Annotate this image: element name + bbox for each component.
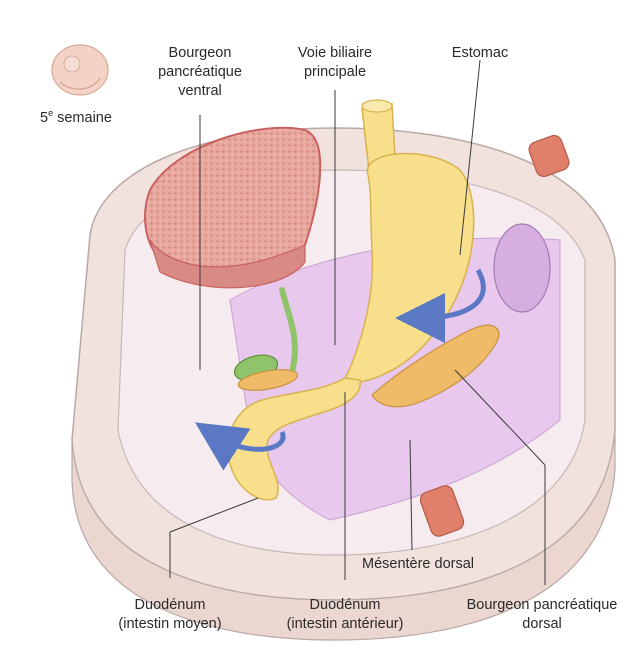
esophagus-opening [362,100,392,112]
kidney [494,224,550,312]
label-estomac: Estomac [440,44,520,63]
label-bourgeon-ventral: Bourgeon pancréatique ventral [143,44,257,101]
embryo-label: 5e semaine [40,104,112,128]
label-mesentere: Mésentère dorsal [358,555,478,574]
label-voie-biliaire: Voie biliaire principale [283,44,387,82]
label-bourgeon-dorsal: Bourgeon pancréatique dorsal [452,596,632,634]
label-duodenum-anterieur: Duodénum (intestin antérieur) [270,596,420,634]
embryo-icon [52,45,108,95]
label-duodenum-moyen: Duodénum (intestin moyen) [108,596,232,634]
